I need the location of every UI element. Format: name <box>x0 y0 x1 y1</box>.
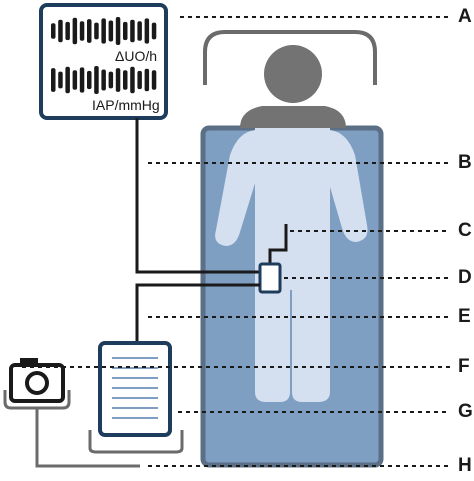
uo-bar-14 <box>151 22 157 40</box>
patient-body <box>215 128 368 402</box>
iap-bar-2 <box>65 66 70 94</box>
uo-bar-1 <box>58 19 63 43</box>
iap-bar-12 <box>137 70 142 90</box>
uo-bar-9 <box>115 17 121 45</box>
uo-bar-8 <box>108 20 114 42</box>
uo-bar-6 <box>94 22 99 40</box>
uo-bar-4 <box>79 21 85 41</box>
label-f: F <box>458 356 470 377</box>
iap-bar-chart <box>51 66 157 94</box>
uo-label: ΔUO/h <box>115 48 158 64</box>
iap-bar-4 <box>79 67 85 93</box>
iap-bar-10 <box>123 70 128 90</box>
patient-head <box>264 45 322 103</box>
uo-bar-11 <box>130 19 135 43</box>
sensor-box <box>258 262 282 294</box>
label-b: B <box>458 152 472 173</box>
iap-bar-8 <box>108 71 114 89</box>
patient-shoulders <box>240 106 346 128</box>
uo-bar-7 <box>101 18 106 44</box>
iap-bar-13 <box>144 68 150 92</box>
uo-bar-0 <box>51 23 56 39</box>
iap-bar-3 <box>72 70 78 90</box>
label-e: E <box>458 306 471 327</box>
iap-bar-5 <box>87 70 92 90</box>
iap-label: IAP/mmHg <box>92 97 160 113</box>
iap-bar-7 <box>101 69 106 91</box>
scale-tray <box>88 430 184 454</box>
catheter-line <box>268 224 288 266</box>
uo-bar-13 <box>144 18 150 44</box>
label-h: H <box>458 455 472 476</box>
iap-bar-1 <box>58 71 63 89</box>
uo-bar-2 <box>65 21 70 41</box>
iap-bar-14 <box>151 70 157 90</box>
bed-headboard <box>203 30 377 85</box>
leader-lines <box>22 16 450 467</box>
uo-bar-10 <box>123 21 128 41</box>
label-a: A <box>458 6 472 27</box>
uo-bar-3 <box>72 17 78 45</box>
label-d: D <box>458 267 472 288</box>
camera-icon <box>9 358 65 403</box>
iap-bar-9 <box>115 68 121 92</box>
uo-bar-chart <box>51 17 157 45</box>
label-c: C <box>458 220 472 241</box>
camera-cable <box>35 408 140 468</box>
monitor-box <box>39 3 168 120</box>
iap-bar-6 <box>94 66 99 94</box>
iap-bar-11 <box>130 66 135 94</box>
monitor-cable <box>135 118 262 274</box>
label-g: G <box>458 401 473 422</box>
uo-bar-12 <box>137 21 142 41</box>
uo-bar-5 <box>87 19 92 43</box>
iap-bar-0 <box>51 68 56 92</box>
drain-tube <box>135 283 260 345</box>
